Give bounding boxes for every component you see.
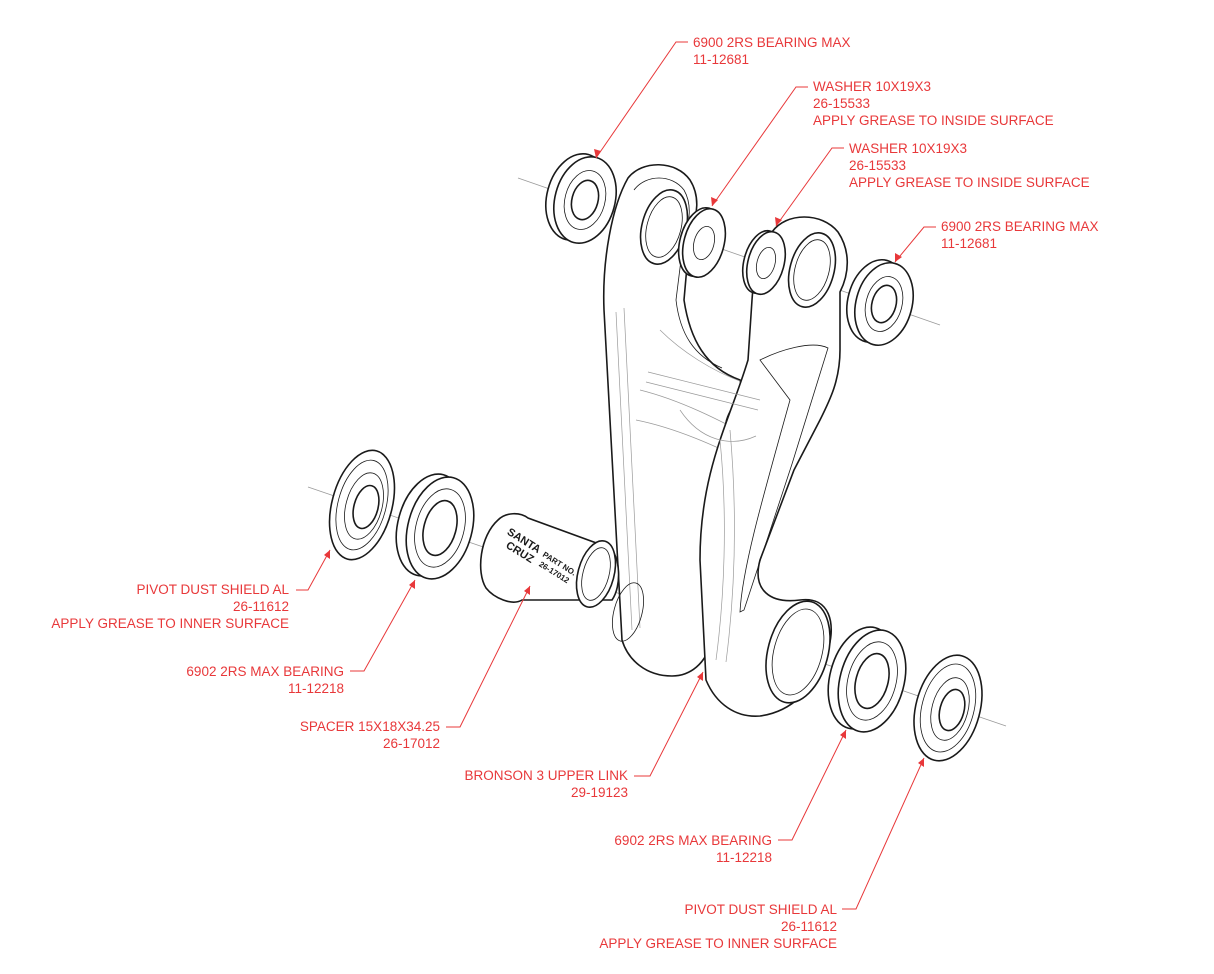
callout-name: 6902 2RS MAX BEARING <box>614 833 772 848</box>
callout-bearing-top-right: 6900 2RS BEARING MAX 11-12681 <box>941 218 1099 252</box>
dust-shield-right-part <box>913 654 983 762</box>
washer-left-part <box>677 206 727 279</box>
callout-note: APPLY GREASE TO INNER SURFACE <box>51 616 289 631</box>
arrow-bearing-bottom-right <box>840 730 846 739</box>
callout-part-number: 26-17012 <box>382 736 440 751</box>
callout-part-number: 26-15533 <box>813 96 871 111</box>
leader-bearing-bottom-right <box>778 729 847 841</box>
bearing-bottom-right-part <box>827 626 907 733</box>
arrow-spacer <box>524 586 530 595</box>
upper-link-part <box>602 163 849 717</box>
arrow-dust-shield-left <box>324 550 330 559</box>
leader-washer-left <box>711 86 808 207</box>
callout-note: APPLY GREASE TO INSIDE SURFACE <box>849 175 1090 190</box>
callout-part-number: 11-12681 <box>693 52 750 67</box>
leader-upper-link <box>634 671 704 777</box>
callout-washer-left: WASHER 10X19X3 26-15533 APPLY GREASE TO … <box>813 78 1054 129</box>
arrow-upper-link <box>697 672 703 681</box>
callout-bearing-top-left: 6900 2RS BEARING MAX 11-12681 <box>693 34 851 68</box>
callout-name: SPACER 15X18X34.25 <box>299 719 440 734</box>
bearing-top-left-part <box>545 152 617 245</box>
callout-name: WASHER 10X19X3 <box>849 141 968 156</box>
callout-washer-right: WASHER 10X19X3 26-15533 APPLY GREASE TO … <box>849 140 1090 191</box>
leader-dust-shield-left <box>296 549 331 591</box>
callout-part-number: 11-12681 <box>941 236 998 251</box>
bearing-top-right-part <box>846 258 914 347</box>
leader-dust-shield-right <box>842 757 925 910</box>
bearing-bottom-left-part <box>395 473 475 580</box>
callout-note: APPLY GREASE TO INSIDE SURFACE <box>813 113 1054 128</box>
leader-bearing-top-right <box>894 226 936 263</box>
callout-upper-link: BRONSON 3 UPPER LINK 29-19123 <box>464 767 628 801</box>
arrow-bearing-top-right <box>895 253 902 262</box>
callout-name: 6900 2RS BEARING MAX <box>693 35 851 50</box>
arrow-bearing-top-left <box>594 149 601 158</box>
callout-name: PIVOT DUST SHIELD AL <box>136 582 289 597</box>
dust-shield-left-part <box>328 449 396 561</box>
callout-name: 6900 2RS BEARING MAX <box>941 219 1099 234</box>
washer-right-part <box>741 229 787 296</box>
callout-part-number: 26-15533 <box>849 158 907 173</box>
callout-part-number: 11-12218 <box>715 850 772 865</box>
callout-dust-shield-right: PIVOT DUST SHIELD AL 26-11612 APPLY GREA… <box>599 901 837 952</box>
arrow-washer-left <box>711 197 718 206</box>
arrow-dust-shield-right <box>918 758 924 767</box>
callout-name: PIVOT DUST SHIELD AL <box>684 902 837 917</box>
callout-part-number: 26-11612 <box>232 599 289 614</box>
callout-part-number: 26-11612 <box>780 919 837 934</box>
callout-name: BRONSON 3 UPPER LINK <box>464 768 628 783</box>
callout-spacer: SPACER 15X18X34.25 26-17012 <box>300 718 440 752</box>
leader-spacer <box>446 585 531 728</box>
leader-washer-right <box>775 147 844 227</box>
arrow-washer-right <box>775 217 782 226</box>
callout-dust-shield-left: PIVOT DUST SHIELD AL 26-11612 APPLY GREA… <box>51 581 289 632</box>
callout-part-number: 29-19123 <box>570 785 628 800</box>
leader-bearing-bottom-left <box>350 579 416 672</box>
callout-part-number: 11-12218 <box>287 681 344 696</box>
leader-lines <box>296 41 936 910</box>
callout-bearing-bottom-right: 6902 2RS MAX BEARING 11-12218 <box>614 832 772 866</box>
spacer-part: SANTA CRUZ PART NO. 26-17012 <box>479 512 620 608</box>
leader-bearing-top-left <box>595 41 688 159</box>
callout-name: 6902 2RS MAX BEARING <box>186 664 344 679</box>
arrow-bearing-bottom-left <box>409 580 415 589</box>
callout-note: APPLY GREASE TO INNER SURFACE <box>599 936 837 951</box>
callout-name: WASHER 10X19X3 <box>813 79 932 94</box>
callout-bearing-bottom-left: 6902 2RS MAX BEARING 11-12218 <box>186 663 344 697</box>
